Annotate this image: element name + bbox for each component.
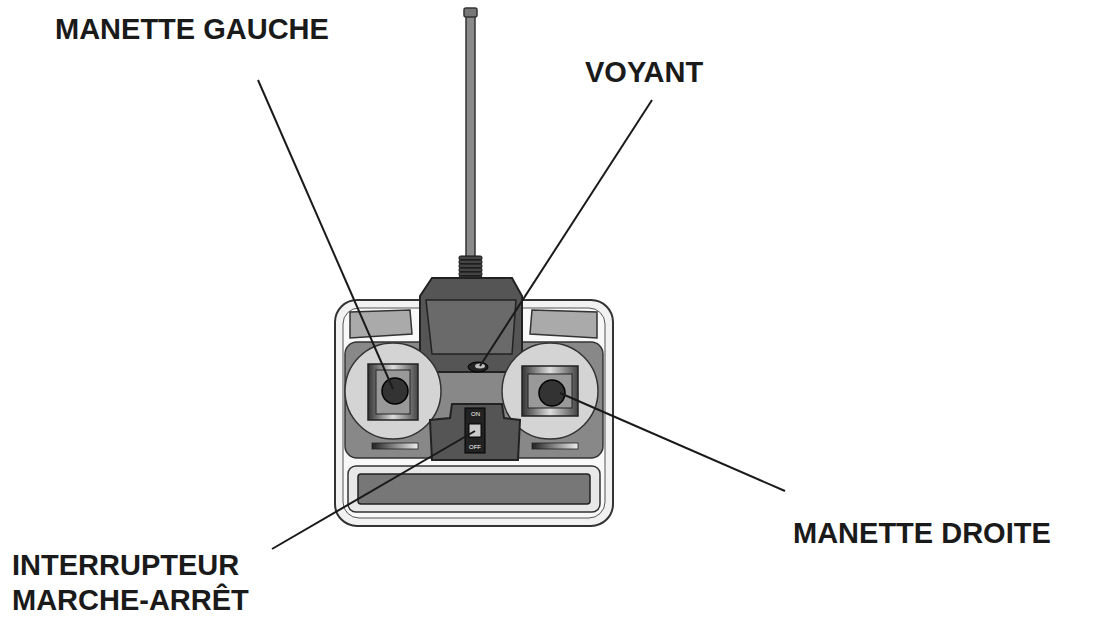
antenna [459, 8, 482, 280]
part-label: MANETTE DROITE [793, 516, 1051, 551]
leader-lines [258, 80, 785, 549]
part-label: MANETTE GAUCHE [55, 12, 329, 47]
part-label: INTERRUPTEUR MARCHE-ARRÊT [12, 548, 292, 618]
switch-marking: ON [471, 411, 480, 417]
antenna-rib [459, 272, 482, 276]
part-label: VOYANT [585, 55, 703, 90]
switch-marking: OFF [469, 444, 481, 450]
antenna-rib [459, 260, 482, 264]
antenna-rib [459, 268, 482, 272]
antenna-rib [459, 264, 482, 268]
antenna-rib [459, 256, 482, 260]
